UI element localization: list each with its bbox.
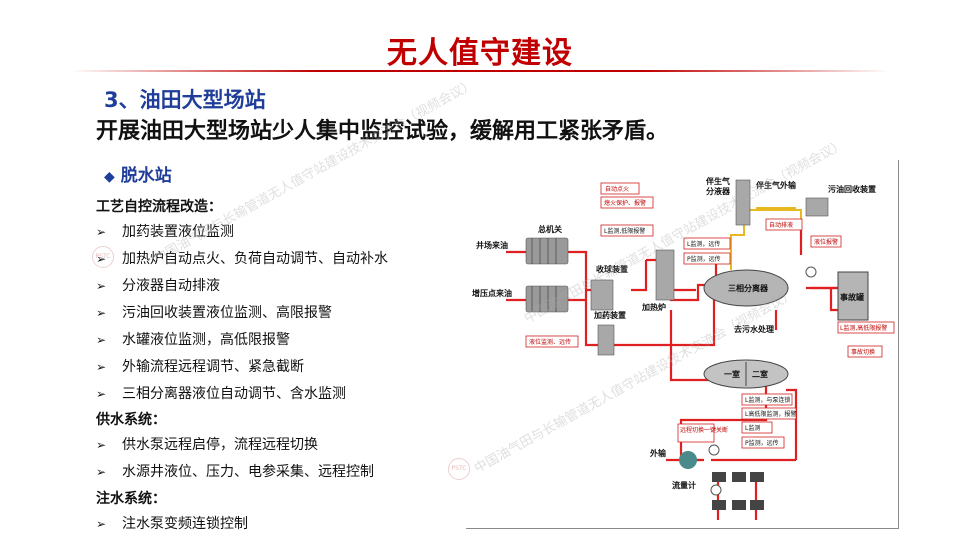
pipe-network [506, 230, 856, 520]
list-item: ➢外输流程远程调节、紧急截断 [96, 354, 456, 381]
label-manifold: 总机关 [538, 224, 562, 234]
arrow-bullet-icon: ➢ [96, 306, 107, 320]
tag-l-monitor: L监测，与泵连锁 [745, 396, 790, 404]
tag-level-alarm: 液位报警 [814, 238, 838, 246]
tag-auto-drain: 自动排液 [769, 221, 793, 229]
label-gas-sep: 分液器 [706, 186, 731, 196]
list-item: ➢污油回收装置液位监测、高限报警 [96, 300, 456, 327]
recovery-unit [590, 279, 614, 311]
tag-l-remote: L监测，远传 [687, 240, 720, 248]
arrow-bullet-icon: ➢ [96, 387, 107, 401]
label-tank: 一室 [724, 369, 740, 379]
list-item: ➢加药装置液位监测 [96, 219, 456, 246]
equipment-labels: 总机关 井场来油 增压点来油 收球装置 加药装置 加热炉 三相分离器 去污水处理… [472, 176, 876, 490]
list-item: ➢三相分离器液位自动调节、含水监测 [96, 381, 456, 408]
tag-emergency-cut: 事故切换 [851, 348, 875, 356]
tag-p-remote: P监测，远传 [687, 255, 721, 263]
separator-vessel [703, 269, 789, 307]
list-item: ➢水源井液位、压力、电参采集、远程控制 [96, 459, 456, 486]
title-divider [70, 70, 890, 72]
arrow-bullet-icon: ➢ [96, 279, 107, 293]
oil-recovery-unit [805, 197, 829, 217]
process-flow-diagram: 总机关 井场来油 增压点来油 收球装置 加药装置 加热炉 三相分离器 去污水处理… [466, 160, 899, 529]
tag-l-hl-alarm: L监测,高低限报警 [840, 324, 887, 332]
tag-l-hl-alarm2: L高低限监测，报警 [745, 410, 796, 418]
heater-unit [655, 249, 675, 301]
arrow-bullet-icon: ➢ [96, 438, 107, 452]
tag-remote-switch: 远程切换一键关断 [680, 426, 728, 434]
arrow-bullet-icon: ➢ [96, 333, 107, 347]
arrow-bullet-icon: ➢ [96, 225, 107, 239]
subheading-text: 脱水站 [120, 166, 172, 186]
label-boost-in: 增压点来油 [472, 288, 512, 298]
label-emergency-tank: 事故罐 [840, 292, 864, 302]
flow-diagram-svg: 总机关 井场来油 增压点来油 收球装置 加药装置 加热炉 三相分离器 去污水处理… [472, 176, 895, 520]
manifold-inlet [525, 237, 569, 313]
tag-level-pump: 液位监测、远传 [529, 338, 571, 346]
watermark-logo: PSTC [448, 458, 470, 480]
subheading: ◆ 脱水站 [104, 161, 172, 186]
pump-group [679, 451, 764, 510]
equipment-group [590, 179, 829, 356]
block-title: 工艺自控流程改造： [96, 199, 222, 215]
meter-group [708, 266, 817, 496]
instrument-tags: 自动点火 熄火保护、报警 L监测,低限报警 液位监测、远传 L监测，远传 P监测… [525, 182, 895, 449]
tag-auto-ignite: 自动点火 [605, 185, 629, 193]
label-oil-recovery: 污油回收装置 [828, 184, 876, 194]
block-title: 供水系统： [96, 412, 166, 428]
list-item: ➢供水泵远程启停，流程远程切换 [96, 432, 456, 459]
gas-separator [735, 179, 751, 226]
process-control-block: 工艺自控流程改造： ➢加药装置液位监测 ➢加热炉自动点火、负荷自动调节、自动补水… [96, 195, 456, 408]
dosing-unit [597, 324, 615, 356]
label-separator: 三相分离器 [728, 283, 769, 293]
water-supply-block: 供水系统： ➢供水泵远程启停，流程远程切换 ➢水源井液位、压力、电参采集、远程控… [96, 408, 456, 486]
emergency-tank [837, 271, 869, 321]
list-item: ➢注水泵变频连锁控制 [96, 511, 456, 538]
list-item: ➢分液器自动排液 [96, 273, 456, 300]
block-title: 注水系统： [96, 491, 166, 507]
arrow-bullet-icon: ➢ [96, 465, 107, 479]
arrow-bullet-icon: ➢ [96, 360, 107, 374]
section-heading: 3、油田大型场站 [104, 88, 266, 112]
label-flowmeter: 流量计 [672, 480, 696, 490]
label-gas: 伴生气 [705, 176, 730, 186]
label-tank2: 二室 [752, 369, 768, 379]
intro-paragraph: 开展油田大型场站少人集中监控试验，缓解用工紧张矛盾。 [96, 119, 669, 144]
tag-heater-protect: 熄火保护、报警 [604, 199, 646, 207]
list-item: ➢水罐液位监测，高低限报警 [96, 327, 456, 354]
tag-l-monitor2: L监测 [745, 424, 760, 432]
label-well-in: 井场来油 [476, 240, 508, 250]
tag-l-alarm: L监测,低限报警 [604, 227, 645, 235]
label-heater: 加热炉 [641, 302, 666, 312]
diamond-bullet-icon: ◆ [104, 169, 115, 185]
watermark-logo: PSTC [92, 246, 114, 268]
arrow-bullet-icon: ➢ [96, 517, 107, 531]
label-dosing: 加药装置 [593, 310, 626, 320]
tag-p-remote2: P监测，远传 [745, 439, 779, 447]
label-gas-out: 伴生气外输 [755, 180, 797, 190]
label-recovery: 收球装置 [596, 264, 628, 274]
label-export: 外输 [650, 448, 667, 458]
water-injection-block: 注水系统： ➢注水泵变频连锁控制 [96, 487, 456, 538]
slide-title: 无人值守建设 [387, 36, 573, 71]
label-sewage: 去污水处理 [734, 324, 774, 334]
